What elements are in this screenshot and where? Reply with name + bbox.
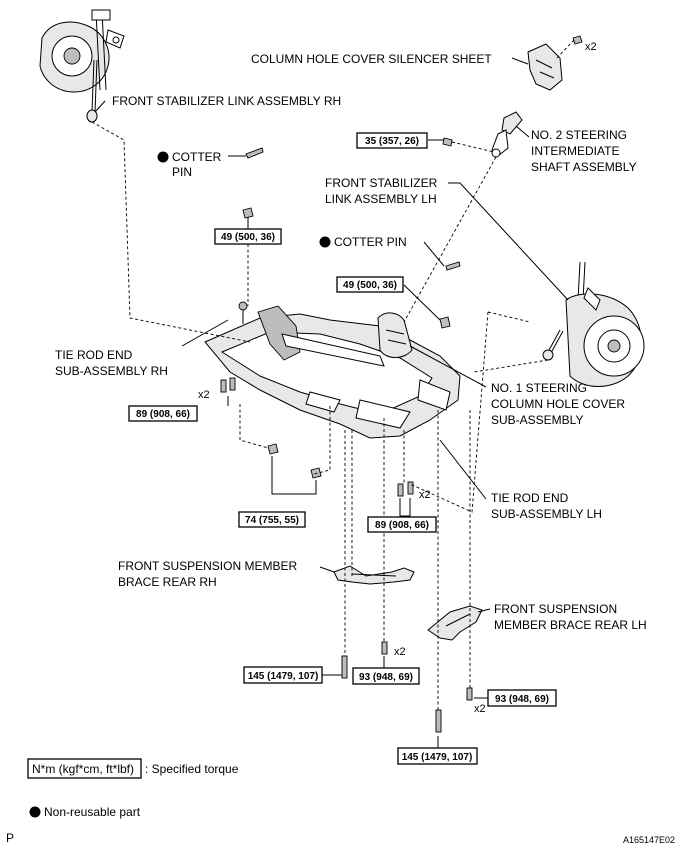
front-stabilizer-link-lh-label-line1: FRONT STABILIZER xyxy=(325,176,438,190)
legend: N*m (kgf*cm, ft*lbf) : Specified torque … xyxy=(27,758,239,819)
footer-left-mark: P xyxy=(6,831,14,845)
tie-rod-rh-bolts-quantity: x2 xyxy=(198,389,210,401)
tie-rod-end-lh-label-line1: TIE ROD END xyxy=(491,491,569,505)
brace-rear-rh-illustration xyxy=(333,565,415,585)
front-stabilizer-link-lh-label-line2: LINK ASSEMBLY LH xyxy=(325,192,437,206)
tie-rod-lh-bolts-illustration xyxy=(397,481,414,497)
cotter-pin-lh-label: COTTER PIN xyxy=(334,235,407,249)
steering-knuckle-lh-illustration xyxy=(542,261,645,387)
brace-rear-lh-label-line1: FRONT SUSPENSION xyxy=(494,602,617,616)
svg-text:89 (908, 66): 89 (908, 66) xyxy=(136,409,190,420)
no1-steering-column-cover-label-line2: COLUMN HOLE COVER xyxy=(491,397,625,411)
silencer-clip-quantity: x2 xyxy=(585,41,597,53)
torque-steering-shaft-bolt: 35 (357, 26) xyxy=(356,132,428,149)
svg-text:145 (1479, 107): 145 (1479, 107) xyxy=(402,752,473,763)
svg-text:89 (908, 66): 89 (908, 66) xyxy=(375,520,429,531)
cotter-pin-rh-label-line2: PIN xyxy=(172,165,192,179)
tie-rod-lh-bolts-quantity: x2 xyxy=(419,489,431,501)
torque-link-nut-lh: 49 (500, 36) xyxy=(336,276,404,293)
torque-brace-lh-bolts: 93 (948, 69) xyxy=(487,689,557,707)
tie-rod-end-rh-label-line1: TIE ROD END xyxy=(55,348,133,362)
front-stabilizer-link-rh-label: FRONT STABILIZER LINK ASSEMBLY RH xyxy=(112,94,341,108)
brace-rh-bolt-illustration xyxy=(381,641,388,655)
cotter-pin-rh-label-line1: COTTER xyxy=(172,150,222,164)
link-nut-rh-illustration xyxy=(242,207,254,219)
torque-tie-rod-rh-bolts: 89 (908, 66) xyxy=(128,405,198,422)
no2-steering-shaft-label-line2: INTERMEDIATE xyxy=(531,144,619,158)
tie-rod-end-lh-label-line2: SUB-ASSEMBLY LH xyxy=(491,507,602,521)
torque-link-nut-rh: 49 (500, 36) xyxy=(214,228,282,245)
no2-steering-shaft-label-line3: SHAFT ASSEMBLY xyxy=(531,160,637,174)
tie-rod-rh-nuts-illustration xyxy=(267,443,322,479)
brace-rear-rh-label-line2: BRACE REAR RH xyxy=(118,575,217,589)
cotter-pin-lh-illustration xyxy=(445,261,461,271)
stabilizer-link-rh-illustration xyxy=(86,59,98,123)
non-reusable-mark-cotter-pin-rh xyxy=(157,151,169,163)
cotter-pin-rh-illustration xyxy=(245,147,264,159)
tie-rod-end-rh-label-line2: SUB-ASSEMBLY RH xyxy=(55,364,168,378)
no1-steering-column-cover-label-line3: SUB-ASSEMBLY xyxy=(491,413,583,427)
leader-lines xyxy=(94,57,569,748)
legend-torque-description: : Specified torque xyxy=(145,762,239,776)
torque-tie-rod-rh-nuts: 74 (755, 55) xyxy=(238,511,306,528)
torque-brace-lh-long-bolt: 145 (1479, 107) xyxy=(397,747,478,765)
brace-lh-long-bolt-illustration xyxy=(435,709,442,733)
torque-brace-rh-long-bolt: 145 (1479, 107) xyxy=(243,666,323,684)
brace-rear-lh-illustration xyxy=(427,605,483,641)
front-suspension-member-illustration xyxy=(204,301,461,439)
brace-lh-bolts-quantity: x2 xyxy=(474,703,486,715)
non-reusable-mark-cotter-pin-lh xyxy=(319,236,331,248)
intermediate-shaft-illustration xyxy=(442,111,523,158)
svg-text:93 (948, 69): 93 (948, 69) xyxy=(359,672,413,683)
legend-torque-unit-box xyxy=(27,758,142,779)
no1-steering-column-cover-label-line1: NO. 1 STEERING xyxy=(491,381,587,395)
svg-text:49 (500, 36): 49 (500, 36) xyxy=(343,280,397,291)
steering-knuckle-rh-illustration xyxy=(39,9,125,93)
legend-torque-unit: N*m (kgf*cm, ft*lbf) xyxy=(32,762,134,776)
brace-rh-bolts-quantity: x2 xyxy=(394,646,406,658)
svg-text:35 (357, 26): 35 (357, 26) xyxy=(365,136,419,147)
svg-text:145 (1479, 107): 145 (1479, 107) xyxy=(248,671,319,682)
brace-rear-rh-label-line1: FRONT SUSPENSION MEMBER xyxy=(118,559,297,573)
svg-text:74 (755, 55): 74 (755, 55) xyxy=(245,515,299,526)
figure-id: A165147E02 xyxy=(623,835,675,845)
tie-rod-rh-bolts-illustration xyxy=(220,377,236,393)
legend-non-reusable-text: Non-reusable part xyxy=(44,805,141,819)
torque-brace-rh-bolts: 93 (948, 69) xyxy=(352,667,420,685)
silencer-sheet-illustration xyxy=(527,35,583,91)
column-hole-cover-silencer-sheet-label: COLUMN HOLE COVER SILENCER SHEET xyxy=(251,52,492,66)
svg-text:93 (948, 69): 93 (948, 69) xyxy=(495,694,549,705)
torque-tie-rod-lh-bolts: 89 (908, 66) xyxy=(367,516,437,533)
brace-rh-long-bolt-illustration xyxy=(341,655,348,679)
svg-text:49 (500, 36): 49 (500, 36) xyxy=(221,232,275,243)
no2-steering-shaft-label-line1: NO. 2 STEERING xyxy=(531,128,627,142)
legend-non-reusable-mark xyxy=(29,806,41,818)
link-nut-lh-illustration xyxy=(439,316,451,329)
brace-rear-lh-label-line2: MEMBER BRACE REAR LH xyxy=(494,618,647,632)
brace-lh-bolt-illustration xyxy=(466,687,473,701)
